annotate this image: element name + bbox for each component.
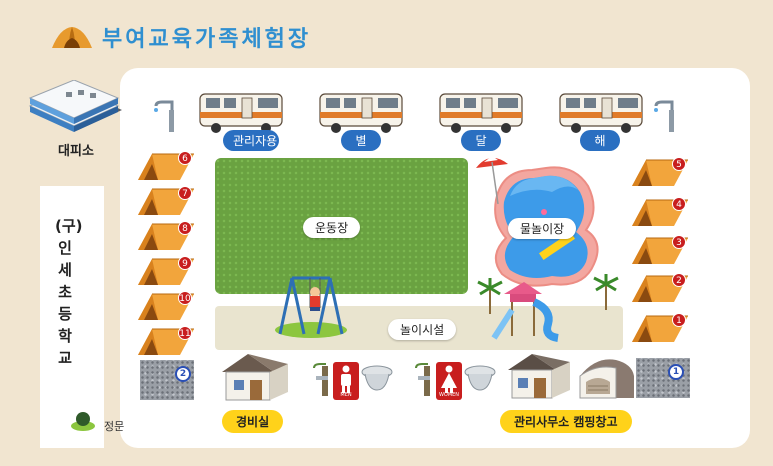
pool-label: 물놀이장: [508, 218, 577, 239]
rv-camper-icon: [319, 93, 403, 134]
school-char: 인: [58, 239, 72, 257]
tent-number-badge: 3: [672, 235, 686, 249]
toilet-icon: [464, 365, 496, 391]
women-sign-text: WOMEN: [438, 392, 460, 398]
school-char: 학: [58, 327, 72, 345]
tent-number-badge: 8: [178, 221, 192, 235]
school-char: 등: [58, 305, 72, 323]
swing-set-icon: [275, 276, 347, 338]
rv-camper-icon: [199, 93, 283, 134]
stone-pad: [636, 358, 690, 398]
main-gate-bush-icon: [71, 412, 95, 431]
guard-house-icon: [222, 354, 288, 401]
men-restroom-sign-icon: [333, 362, 359, 400]
tent-number-badge: 10: [178, 291, 192, 305]
shelter-building-icon: [28, 80, 122, 132]
school-char: 초: [58, 283, 72, 301]
sports-field-label: 운동장: [303, 217, 361, 238]
main-gate-label: 정문: [104, 420, 125, 433]
rv-label-moon: 달: [461, 130, 501, 151]
tent-logo-icon: [52, 27, 92, 48]
page-header: 부여교육가족체험장: [50, 20, 311, 54]
office-building-icon: [508, 354, 570, 399]
water-slide-icon: [491, 282, 559, 342]
school-panel: [40, 186, 104, 448]
parasol-icon: [476, 156, 508, 205]
tent-number-badge: 1: [672, 313, 686, 327]
faucet-icon: [654, 100, 674, 132]
old-school-label: (구) 인 세 초 등 학 교: [55, 215, 83, 369]
tent-number-badge: 9: [178, 256, 192, 270]
sink-icon: [415, 363, 430, 396]
guard-house-label: 경비실: [222, 410, 284, 433]
school-char: 세: [58, 261, 72, 279]
rv-label-star: 별: [341, 130, 381, 151]
tent-number-badge: 6: [178, 151, 192, 165]
school-char: 교: [58, 349, 72, 367]
page-title: 부여교육가족체험장: [102, 27, 312, 52]
toilet-icon: [361, 365, 393, 391]
stone-pad-number: 1: [668, 364, 684, 380]
rv-camper-icon: [559, 93, 643, 134]
shelter-label: 대피소: [58, 144, 94, 159]
faucet-icon: [154, 100, 174, 132]
tent-number-badge: 5: [672, 157, 686, 171]
tent-number-badge: 11: [178, 326, 192, 340]
playground-label: 놀이시설: [388, 319, 457, 340]
tent-number-badge: 7: [178, 186, 192, 200]
palm-tree-icon: [593, 274, 619, 310]
rv-label-admin: 관리자용: [223, 130, 279, 151]
office-warehouse-label: 관리사무소 캠핑창고: [500, 410, 632, 433]
rv-label-sun: 해: [580, 130, 620, 151]
school-char: (구): [55, 217, 83, 235]
stone-pad-number: 2: [175, 366, 191, 382]
palm-tree-icon: [477, 278, 503, 314]
tent-number-badge: 4: [672, 197, 686, 211]
sports-field: [215, 158, 468, 294]
tent-number-badge: 2: [672, 273, 686, 287]
camping-warehouse-icon: [579, 359, 634, 399]
women-restroom-sign-icon: [436, 362, 462, 400]
sink-icon: [313, 363, 328, 396]
rv-camper-icon: [439, 93, 523, 134]
men-sign-text: MEN: [340, 392, 352, 398]
